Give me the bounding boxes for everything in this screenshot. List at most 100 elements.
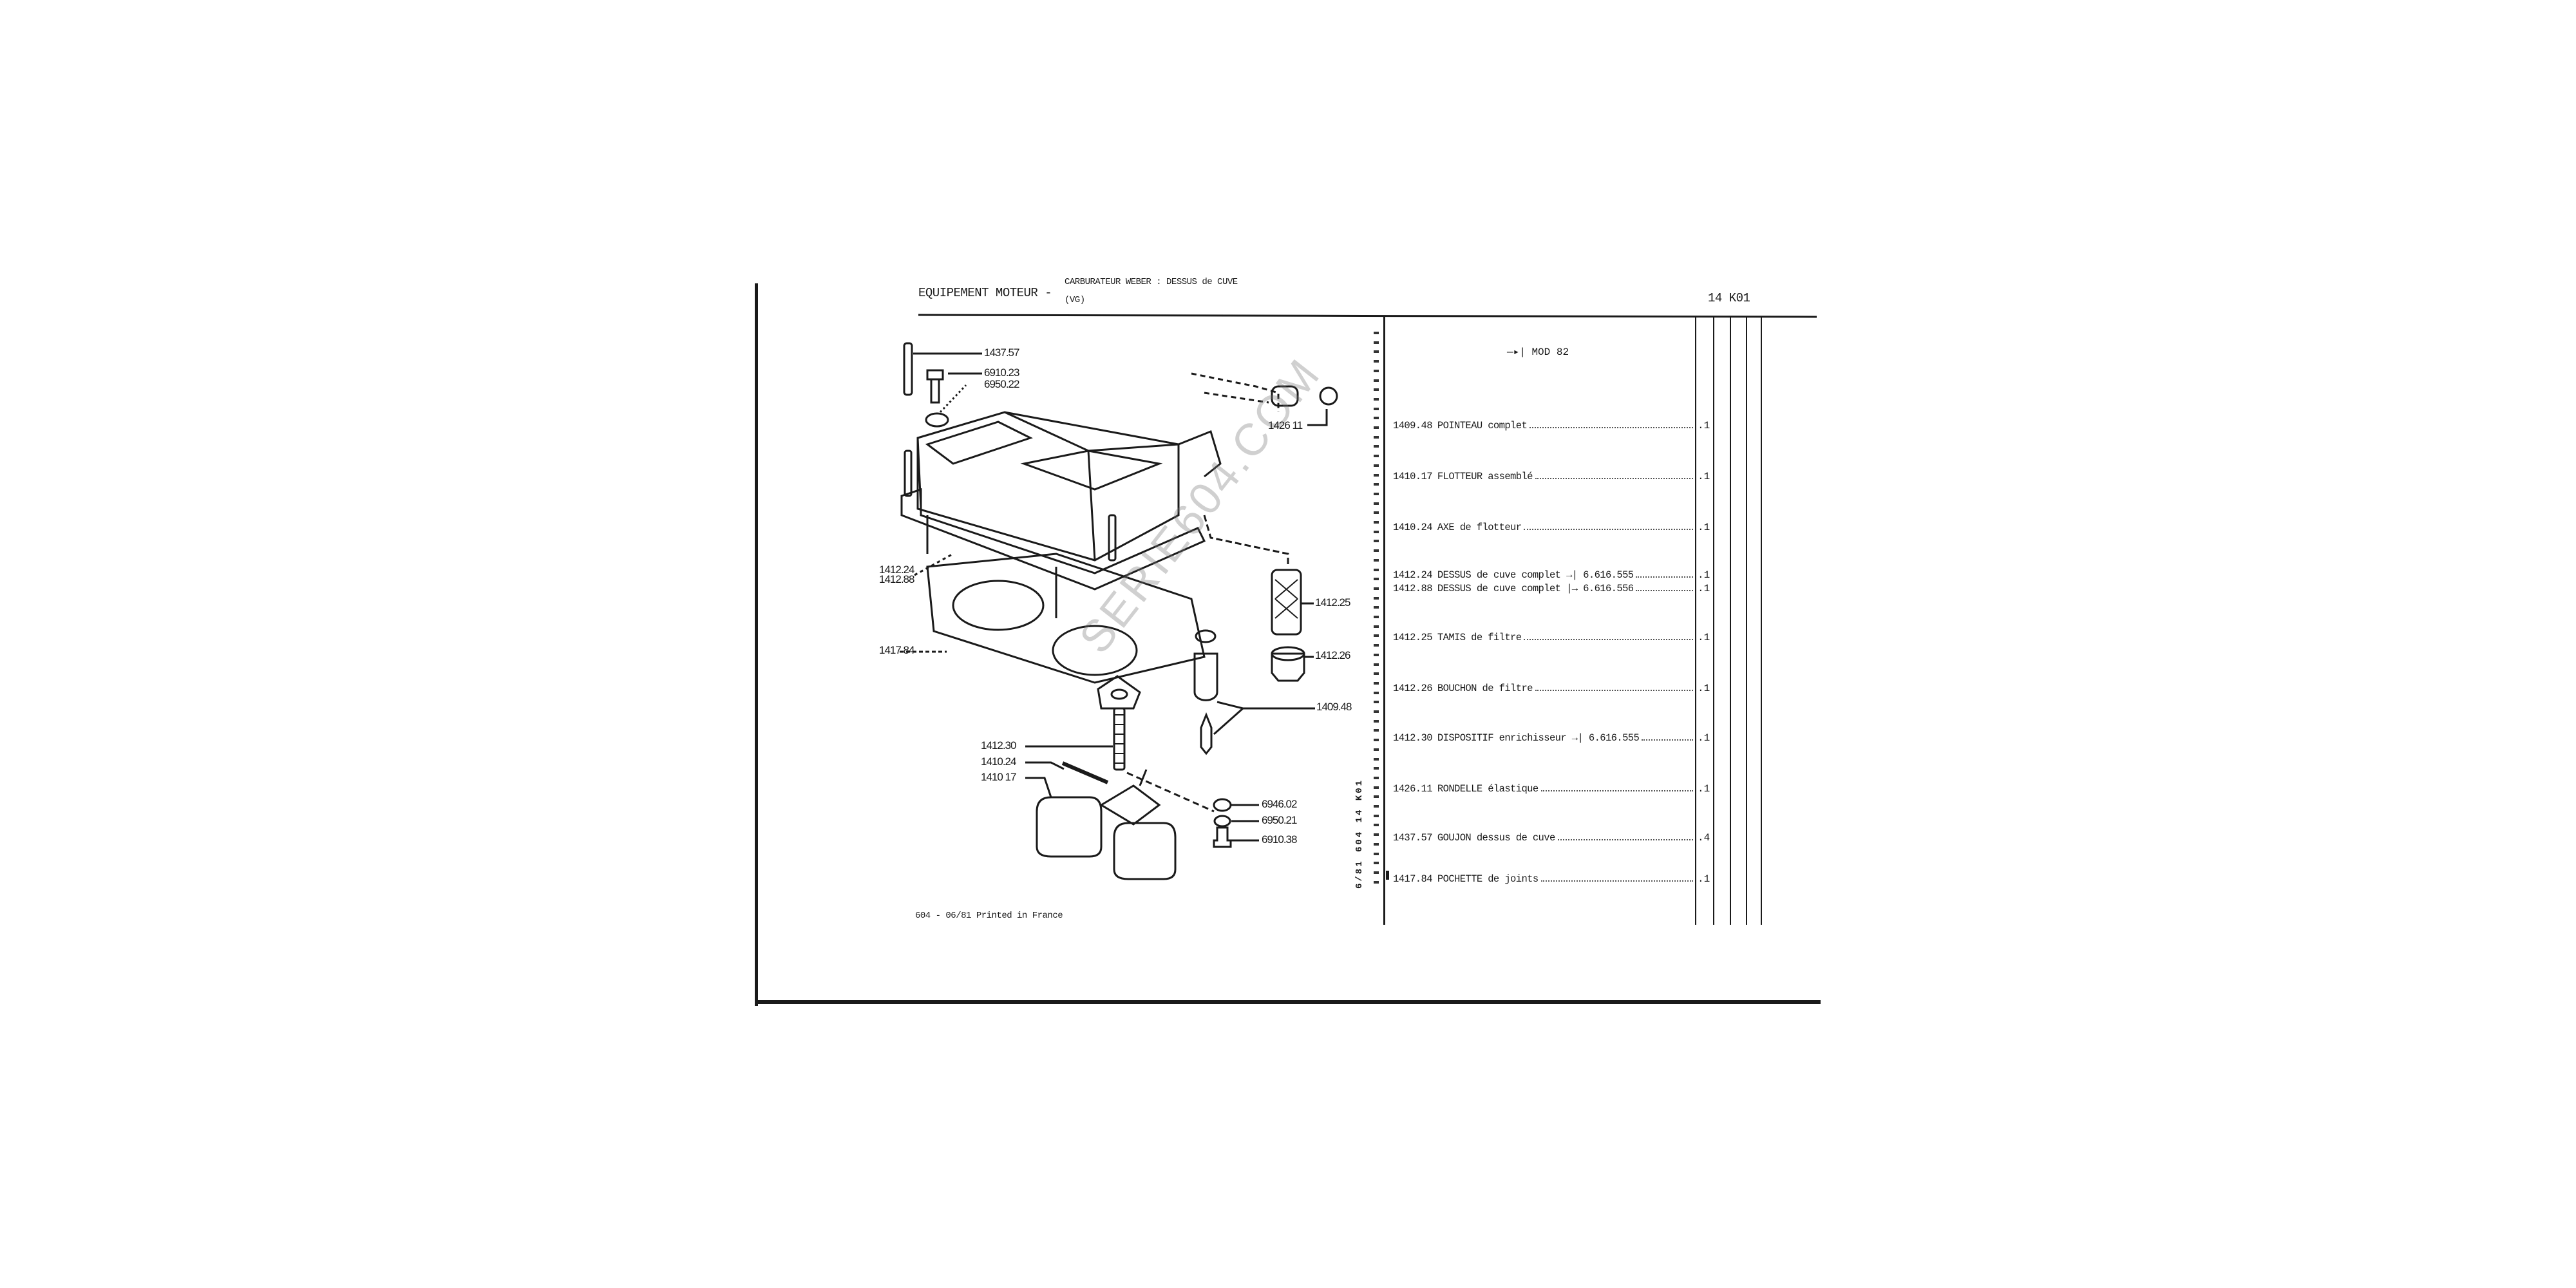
label-1410-17: 1410 17: [981, 771, 1016, 783]
part-qty: .1: [1698, 632, 1710, 643]
filter-screen-drawing: [1271, 569, 1302, 636]
diagram-list-divider: [1383, 316, 1385, 925]
margin-tick: [1374, 521, 1379, 524]
margin-tick: [1374, 824, 1379, 827]
margin-tick: [1374, 483, 1379, 486]
part-desc: TAMIS de filtre: [1437, 632, 1522, 643]
margin-tick: [1374, 435, 1379, 439]
margin-tick: [1374, 852, 1379, 855]
part-qty: .4: [1698, 832, 1710, 844]
qty-column-line: [1761, 316, 1762, 925]
qty-column-line: [1695, 316, 1696, 925]
section-title: EQUIPEMENT MOTEUR -: [918, 286, 1052, 300]
gasket-bore-drawing: [952, 580, 1045, 631]
margin-tick: [1374, 473, 1379, 477]
page-code: 14 K01: [1708, 291, 1750, 305]
part-desc: DESSUS de cuve complet: [1437, 569, 1561, 581]
margin-tick: [1374, 795, 1379, 799]
part-ref: 1412.30: [1393, 732, 1433, 744]
part-ref: 1410.17: [1393, 471, 1433, 482]
margin-tick: [1374, 606, 1379, 609]
label-6910-23: 6910.23: [984, 366, 1019, 379]
margin-tick: [1374, 426, 1379, 429]
part-ref: 1426.11: [1393, 783, 1433, 795]
part-qty: .1: [1698, 583, 1710, 594]
margin-tick: [1374, 880, 1379, 884]
margin-tick: [1374, 776, 1379, 779]
page-bottom-border: [755, 1000, 1821, 1004]
margin-tick: [1374, 625, 1379, 628]
margin-tick: [1374, 814, 1379, 817]
label-6950-21: 6950.21: [1262, 814, 1297, 826]
margin-tick: [1374, 350, 1379, 354]
label-1412-26: 1412.26: [1315, 649, 1350, 661]
label-1412-30: 1412.30: [981, 739, 1016, 752]
stud-drawing: [903, 342, 913, 396]
float-axle-drawing: [1061, 761, 1109, 784]
margin-tick: [1374, 332, 1379, 334]
margin-tick: [1374, 464, 1379, 467]
margin-tick: [1374, 653, 1379, 656]
margin-tick: [1374, 445, 1379, 448]
part-qty: .1: [1698, 569, 1710, 581]
margin-tick: [1374, 511, 1379, 515]
margin-tick: [1374, 568, 1379, 571]
part-ref: 1412.88: [1393, 583, 1433, 594]
part-desc: FLOTTEUR assemblé: [1437, 471, 1533, 482]
margin-tick: [1374, 502, 1379, 505]
mod-note: —▸| MOD 82: [1507, 345, 1569, 358]
margin-tick: [1374, 805, 1379, 808]
part-row: 1426.11 RONDELLE élastique: [1393, 783, 1696, 795]
part-qty: .1: [1698, 420, 1710, 431]
part-note: |→ 6.616.556: [1566, 583, 1634, 594]
margin-tick: [1374, 862, 1379, 865]
label-1410-24: 1410.24: [981, 755, 1016, 768]
side-code: 6/81 604 14 K01: [1354, 778, 1365, 889]
margin-tick: [1374, 663, 1379, 666]
page-left-border: [755, 283, 758, 1006]
washer-drawing: [925, 412, 949, 428]
margin-tick: [1374, 767, 1379, 770]
margin-tick: [1374, 417, 1379, 420]
label-1437-57: 1437.57: [984, 346, 1019, 359]
part-ref: 1437.57: [1393, 832, 1433, 844]
label-6950-22: 6950.22: [984, 378, 1019, 390]
part-desc: DESSUS de cuve complet: [1437, 583, 1561, 594]
qty-column-line: [1713, 316, 1714, 925]
margin-tick: [1374, 360, 1379, 363]
margin-tick: [1374, 455, 1379, 458]
part-note: →| 6.616.555: [1566, 569, 1634, 581]
marker-bar: [1386, 871, 1389, 880]
margin-tick: [1374, 369, 1379, 372]
margin-tick: [1374, 739, 1379, 742]
needle-valve-drawing: [1193, 652, 1218, 701]
gasket-bore-drawing: [1052, 625, 1138, 676]
part-row: 1412.25 TAMIS de filtre: [1393, 632, 1696, 643]
part-qty: .1: [1698, 873, 1710, 885]
margin-tick: [1374, 871, 1379, 874]
cover-flange-drawing: [900, 488, 1206, 591]
margin-tick: [1374, 388, 1379, 392]
margin-tick: [1374, 644, 1379, 647]
part-ref: 1412.25: [1393, 632, 1433, 643]
margin-tick: [1374, 558, 1379, 562]
margin-tick: [1374, 672, 1379, 676]
subtitle-line1: CARBURATEUR WEBER : DESSUS de CUVE: [1065, 277, 1238, 287]
margin-tick: [1374, 379, 1379, 382]
part-desc: RONDELLE élastique: [1437, 783, 1539, 795]
margin-tick: [1374, 397, 1379, 401]
margin-tick: [1374, 691, 1379, 694]
part-desc: POINTEAU complet: [1437, 420, 1528, 431]
margin-tick: [1374, 596, 1379, 600]
enrichment-device-drawing: [1097, 675, 1141, 710]
margin-tick: [1374, 701, 1379, 704]
margin-tick: [1374, 549, 1379, 553]
float-drawing: [1036, 796, 1103, 858]
margin-tick: [1374, 833, 1379, 837]
